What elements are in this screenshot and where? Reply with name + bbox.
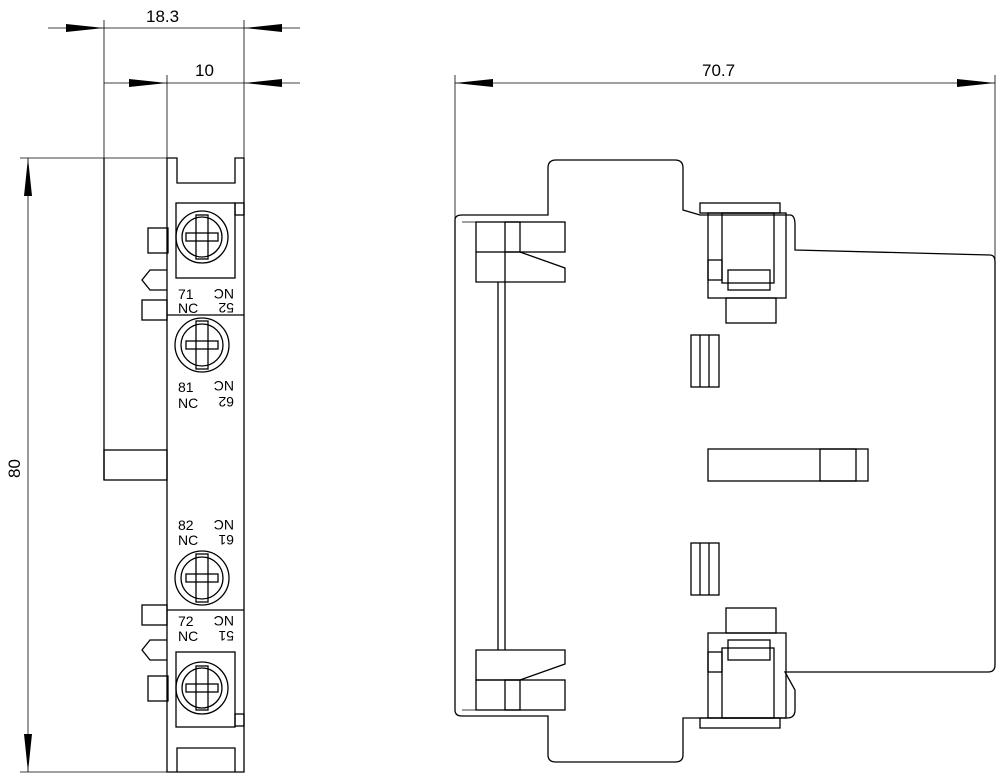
dimension-label-height: 80 — [5, 459, 24, 478]
terminal-number: 71 — [178, 286, 194, 302]
screw-terminal-4 — [175, 661, 229, 715]
terminal-label-3: 82 NC NC 61 — [178, 517, 234, 548]
dimension-label-width-body: 10 — [195, 61, 214, 80]
terminal-number: 82 — [178, 517, 194, 533]
screw-terminal-1 — [175, 210, 229, 264]
dimension-depth: 70.7 — [454, 61, 996, 270]
dimension-width-total: 18.3 — [48, 7, 300, 160]
terminal-type-mirrored: NC — [214, 613, 234, 629]
terminal-number: 72 — [178, 613, 194, 629]
terminal-type: NC — [178, 395, 198, 411]
front-view: 71 NC NC 52 81 NC NC 62 82 NC NC 61 72 N… — [103, 157, 245, 773]
terminal-number: 81 — [178, 379, 194, 395]
terminal-type: NC — [178, 532, 198, 548]
terminal-label-1: 71 NC NC 52 — [178, 286, 234, 316]
terminal-label-4: 72 NC NC 51 — [178, 613, 234, 644]
screw-terminal-2 — [174, 317, 230, 373]
terminal-number-mirrored: 62 — [218, 394, 234, 410]
dimension-width-body: 10 — [104, 61, 300, 160]
terminal-number-mirrored: 52 — [218, 300, 234, 316]
terminal-type-mirrored: NC — [214, 517, 234, 533]
screw-terminal-3 — [174, 550, 230, 606]
terminal-number-mirrored: 61 — [218, 532, 234, 548]
dimension-label-depth: 70.7 — [702, 61, 735, 80]
side-view — [454, 159, 996, 763]
terminal-type-mirrored: NC — [214, 286, 234, 302]
terminal-number-mirrored: 51 — [218, 628, 234, 644]
dimension-label-width-total: 18.3 — [146, 7, 179, 26]
terminal-type-mirrored: NC — [214, 378, 234, 394]
terminal-type: NC — [178, 300, 198, 316]
dimension-height: 80 — [5, 157, 167, 773]
terminal-label-2: 81 NC NC 62 — [178, 378, 234, 411]
terminal-type: NC — [178, 628, 198, 644]
